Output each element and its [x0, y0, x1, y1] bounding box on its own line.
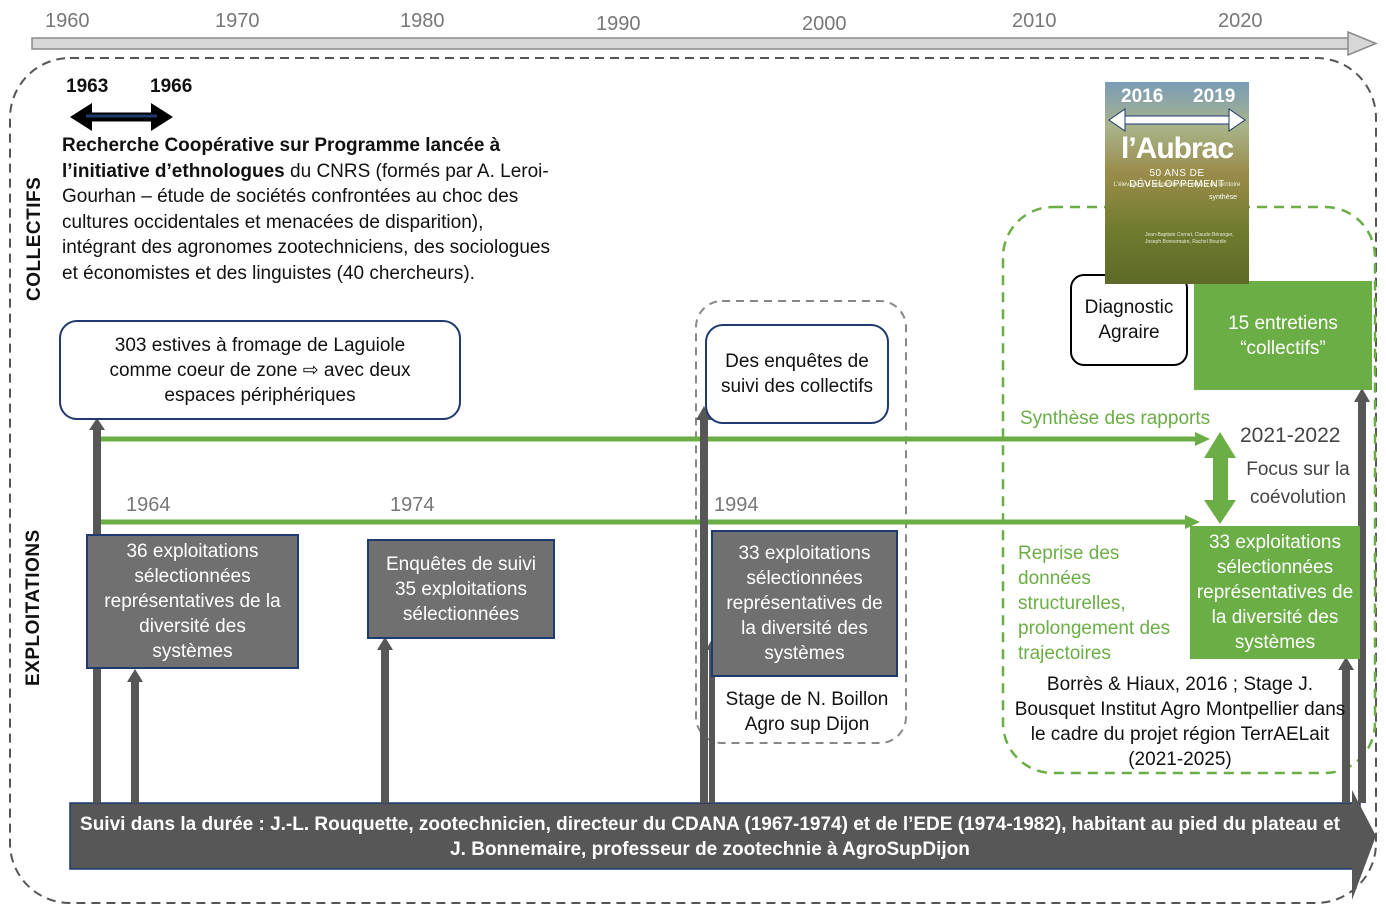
cover-year-start: 2016: [1121, 86, 1164, 107]
box-33-exploitations-1994: 33 exploitations sélectionnées représent…: [711, 530, 898, 677]
timeline-year: 1970: [215, 10, 260, 32]
box-entretiens-collectifs-text: 15 entretiens “collectifs”: [1228, 312, 1338, 359]
timeline-year: 2000: [802, 13, 847, 35]
aubrac-book-cover: 2016 2019 l’Aubrac 50 ANS DE DÉVELOPPEME…: [1105, 82, 1249, 284]
years-2021-label: 2021-2022: [1240, 424, 1341, 447]
intro-paragraph: Recherche Coopérative sur Programme lanc…: [62, 133, 552, 286]
intro-bold: Recherche Coopérative sur Programme lanc…: [62, 135, 501, 182]
box-36-exploitations: 36 exploitations sélectionnées représent…: [86, 534, 299, 669]
vertical-arrow-2021-b: [1354, 388, 1370, 803]
synthese-rapports-label: Synthèse des rapports: [1020, 408, 1211, 429]
box-33-exploitations-2021: 33 exploitations sélectionnées représent…: [1190, 526, 1360, 659]
intro-rest: du CNRS (formés par A. Leroi-Gourhan – é…: [62, 160, 550, 284]
exploitations-label: EXPLOITATIONS: [23, 529, 44, 686]
suivi-duree-text: Suivi dans la durée : J.-L. Rouquette, z…: [80, 814, 1340, 860]
year-1994: 1994: [714, 494, 759, 516]
vertical-arrow-2021-a: [1338, 657, 1354, 803]
box-diagnostic-agraire-text: Diagnostic Agraire: [1084, 297, 1174, 343]
box-36-exploitations-text: 36 exploitations sélectionnées représent…: [104, 541, 281, 662]
outer-dashed-frame: [9, 57, 1377, 904]
timeline-year: 1980: [400, 10, 445, 32]
box-33-exploitations-1994-text: 33 exploitations sélectionnées représent…: [726, 543, 883, 664]
box-303-estives-text: 303 estives à fromage de Laguiole comme …: [109, 334, 411, 406]
vertical-arrow-1974: [377, 637, 393, 803]
box-303-estives: 303 estives à fromage de Laguiole comme …: [59, 320, 461, 420]
cover-subtitle-2: L'élevage à la rencontre des enjeux du t…: [1113, 182, 1241, 188]
box-enquetes-collectifs-text: Des enquêtes de suivi des collectifs: [720, 351, 874, 397]
timeline-year: 1990: [596, 13, 641, 35]
cover-authors: Jean-Baptiste Cornet, Claude Béranger, J…: [1145, 232, 1234, 245]
vertical-arrow-1964: [127, 669, 143, 803]
borres-stage-label: Borrès & Hiaux, 2016 ; Stage J. Bousquet…: [1014, 674, 1346, 770]
suivi-arrow: [69, 790, 1376, 900]
reprise-donnees-label: Reprise des données structurelles, prolo…: [1018, 543, 1171, 664]
box-diagnostic-agraire: Diagnostic Agraire: [1070, 274, 1188, 366]
period-1963-arrow: [70, 103, 173, 131]
stage-boillon-label: Stage de N. Boillon Agro sup Dijon: [725, 689, 889, 735]
timeline-year: 2020: [1218, 10, 1263, 32]
box-enquetes-collectifs: Des enquêtes de suivi des collectifs: [705, 324, 889, 424]
cover-synthese: synthèse: [1208, 194, 1237, 201]
box-entretiens-collectifs: 15 entretiens “collectifs”: [1194, 281, 1372, 390]
box-enquetes-35: Enquêtes de suivi 35 exploitations sélec…: [367, 539, 555, 639]
cover-double-arrow: [1108, 108, 1246, 132]
year-1974: 1974: [390, 494, 435, 516]
focus-coevolution-label: Focus sur la coévolution: [1246, 459, 1350, 508]
green-line-collectifs: [99, 432, 1210, 446]
timeline-arrow: [31, 30, 1378, 57]
focus-double-arrow: [1204, 432, 1236, 524]
timeline-year: 2010: [1012, 10, 1057, 32]
box-33-exploitations-2021-text: 33 exploitations sélectionnées représent…: [1196, 532, 1354, 653]
year-1964: 1964: [126, 494, 171, 516]
cover-year-end: 2019: [1193, 86, 1236, 107]
green-line-exploitations: [99, 515, 1200, 529]
timeline-year: 1960: [45, 10, 90, 32]
collectifs-label: COLLECTIFS: [24, 176, 45, 301]
period-start-year: 1963: [66, 76, 109, 97]
box-enquetes-35-text: Enquêtes de suivi 35 exploitations sélec…: [386, 553, 536, 625]
cover-title: l’Aubrac: [1120, 132, 1234, 165]
cover-subtitle: 50 ANS DE DÉVELOPPEMENT: [1129, 168, 1225, 190]
period-end-year: 1966: [150, 76, 193, 97]
